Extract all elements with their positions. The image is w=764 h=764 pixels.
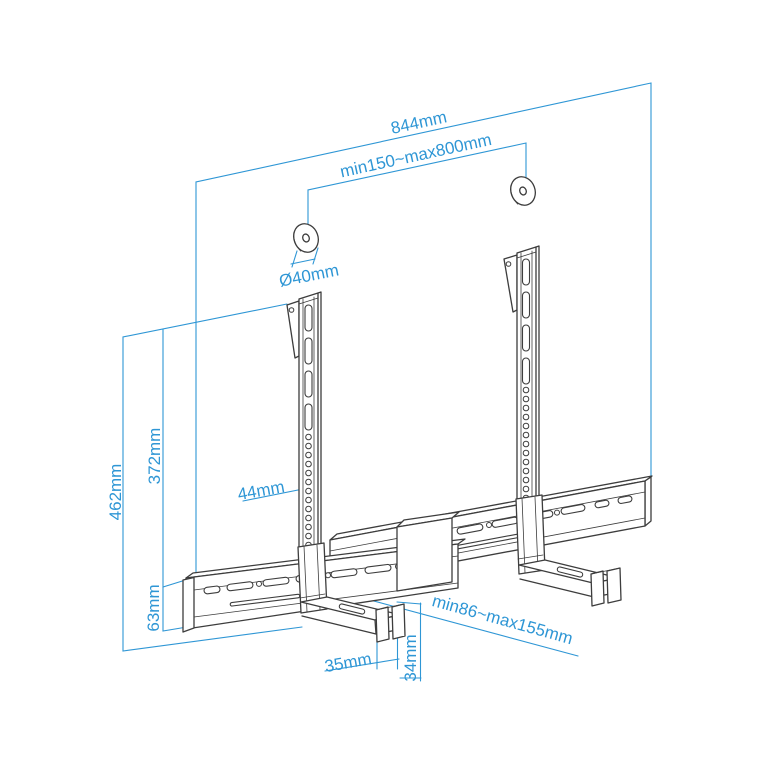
dim-overall-height-label: 462mm	[106, 464, 125, 521]
dim-upright-height-label: 372mm	[145, 428, 164, 485]
dim-upright-width-label: 44mm	[236, 477, 286, 504]
dimension-diameter-lines	[290, 247, 319, 268]
rail-front-endcap	[182, 576, 195, 633]
dim-lip-height-label: 34mm	[401, 634, 420, 681]
arm-right-lip-outer	[606, 567, 622, 604]
dimension-total-width-lines	[195, 82, 652, 578]
upright-right	[503, 245, 540, 510]
slider-block-face	[396, 517, 453, 592]
dim-rail-height-label: 63mm	[144, 584, 163, 631]
upright-left	[286, 291, 322, 562]
dimension-upright-height-lines	[162, 328, 193, 588]
support-arm-left	[297, 542, 406, 643]
dim-hole-span-label: min150~max800mm	[338, 130, 493, 181]
arm-left-lip-outer	[391, 603, 406, 640]
upright-right-slots	[521, 258, 531, 385]
rail-rear-slots	[440, 495, 633, 553]
arm-left-lip-inner	[375, 606, 390, 643]
washer-right	[510, 176, 536, 206]
dimension-lip-height-lines	[396, 601, 422, 682]
dim-lip-width-label: 35mm	[323, 649, 373, 676]
clamp-left	[297, 542, 328, 614]
upright-left-slots	[304, 304, 313, 431]
washer-left	[293, 223, 319, 253]
dimension-overall-height-lines	[122, 303, 303, 652]
dim-depth-range-label: min86~max155mm	[430, 591, 575, 648]
arm-right-lip-inner	[590, 570, 605, 607]
dimension-hole-span-lines	[307, 142, 527, 226]
dim-spacer-diameter-label: Ø40mm	[277, 261, 340, 291]
slider-block	[396, 511, 460, 592]
support-arm-right	[515, 494, 622, 607]
